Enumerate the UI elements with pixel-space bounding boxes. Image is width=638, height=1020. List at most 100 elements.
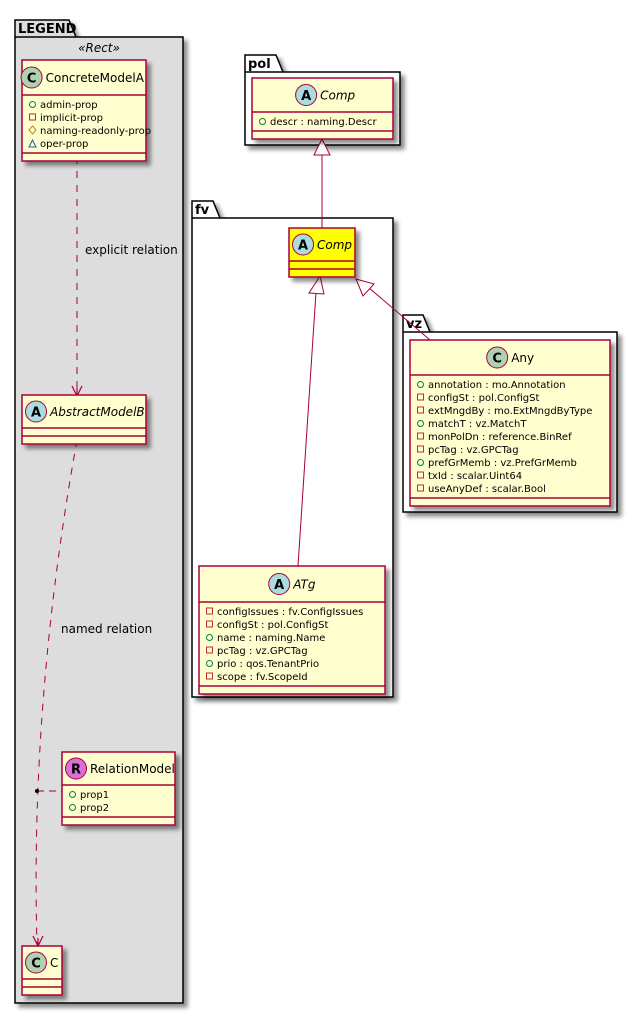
attribute-text: pcTag : vz.GPCTag (428, 445, 519, 456)
class-fv-comp[interactable]: A Comp (288, 227, 356, 278)
package-legend: LEGEND «Rect» (14, 19, 184, 1004)
public-visibility-icon (69, 804, 76, 811)
class-attribute: implicit-prop (29, 113, 103, 124)
attribute-text: prop2 (80, 803, 109, 814)
public-visibility-icon (206, 660, 213, 667)
attribute-text: configIssues : fv.ConfigIssues (217, 607, 363, 618)
attribute-text: prefGrMemb : vz.PrefGrMemb (428, 458, 577, 469)
class-name: Comp (320, 89, 355, 103)
class-attribute: configSt : pol.ConfigSt (206, 620, 328, 631)
protected-visibility-icon (28, 125, 37, 135)
class-attribute: admin-prop (29, 100, 98, 111)
private-visibility-icon (417, 432, 424, 440)
class-attribute: prio : qos.TenantPrio (206, 659, 319, 670)
class-name: ConcreteModelA (46, 71, 145, 85)
class-attribute: pcTag : vz.GPCTag (417, 445, 519, 456)
attribute-text: extMngdBy : mo.ExtMngdByType (428, 406, 592, 417)
class-name: C (50, 956, 58, 970)
class-kind-a-icon (268, 573, 291, 595)
class-attribute: prefGrMemb : vz.PrefGrMemb (417, 458, 577, 469)
public-visibility-icon (417, 381, 424, 388)
class-pol-comp[interactable]: A Comp descr : naming.Descr (251, 77, 394, 140)
private-visibility-icon (417, 484, 424, 492)
attribute-text: descr : naming.Descr (270, 117, 377, 128)
package-name: LEGEND (18, 22, 77, 37)
attribute-text: annotation : mo.Annotation (428, 380, 566, 391)
class-kind-a-icon (25, 400, 47, 423)
class-kind-letter: A (31, 406, 41, 421)
class-attribute: oper-prop (28, 138, 88, 150)
class-attribute: txId : scalar.Uint64 (417, 471, 522, 482)
attribute-text: configSt : pol.ConfigSt (217, 620, 328, 631)
class-attribute: configIssues : fv.ConfigIssues (206, 607, 363, 618)
generalization-any-fvcomp (355, 278, 431, 341)
class-kind-letter: A (274, 578, 284, 593)
attribute-text: txId : scalar.Uint64 (428, 471, 522, 482)
package-visibility-icon (28, 138, 37, 148)
class-kind-r-icon (65, 757, 87, 780)
private-visibility-icon (206, 620, 213, 628)
relations (32, 137, 431, 948)
class-fv-atg[interactable]: A ATg configIssues : fv.ConfigIssues config… (198, 565, 386, 695)
class-attribute: useAnyDef : scalar.Bool (417, 484, 546, 495)
class-kind-letter: A (298, 239, 308, 254)
class-name: ATg (292, 578, 316, 592)
class-kind-letter: C (27, 72, 37, 87)
public-visibility-icon (206, 634, 213, 641)
generalization-atg-fvcomp (297, 274, 325, 567)
public-visibility-icon (29, 101, 36, 108)
package-name: fv (195, 203, 210, 218)
class-kind-letter: C (492, 352, 502, 367)
class-vz-any[interactable]: C Any annotation : mo.Annotation configSt :… (409, 339, 611, 507)
class-attribute: configSt : pol.ConfigSt (417, 393, 539, 404)
attribute-text: monPolDn : reference.BinRef (428, 432, 572, 443)
attribute-text: scope : fv.ScopeId (217, 672, 308, 683)
attribute-text: useAnyDef : scalar.Bool (428, 484, 546, 495)
class-kind-letter: R (71, 763, 81, 778)
attribute-text: oper-prop (40, 139, 88, 150)
association-point (35, 789, 39, 793)
class-attribute: monPolDn : reference.BinRef (417, 432, 572, 443)
public-visibility-icon (417, 459, 424, 466)
class-name: RelationModel (90, 762, 175, 776)
attribute-text: name : naming.Name (217, 633, 325, 644)
private-visibility-icon (29, 113, 36, 121)
attribute-text: pcTag : vz.GPCTag (217, 646, 308, 657)
class-attribute: matchT : vz.MatchT (417, 419, 527, 430)
public-visibility-icon (417, 420, 424, 427)
class-name: Comp (317, 238, 352, 252)
private-visibility-icon (206, 672, 213, 680)
class-concrete-model-a[interactable]: C ConcreteModelA admin-prop implicit-prop na… (20, 59, 151, 162)
attribute-text: prio : qos.TenantPrio (217, 659, 319, 670)
class-kind-a-icon (295, 84, 318, 106)
class-attribute: annotation : mo.Annotation (417, 380, 566, 391)
public-visibility-icon (69, 791, 76, 798)
relation-label-explicit: explicit relation (85, 243, 178, 257)
class-attribute: descr : naming.Descr (259, 117, 377, 128)
private-visibility-icon (206, 607, 213, 615)
attribute-text: naming-readonly-prop (40, 126, 151, 137)
private-visibility-icon (417, 406, 424, 414)
attribute-text: admin-prop (40, 100, 98, 111)
class-attribute: extMngdBy : mo.ExtMngdByType (417, 406, 592, 417)
private-visibility-icon (417, 445, 424, 453)
package-name: vz (406, 317, 422, 332)
attribute-text: configSt : pol.ConfigSt (428, 393, 539, 404)
class-kind-letter: A (301, 89, 311, 104)
class-kind-a-icon (292, 233, 314, 256)
classes: C ConcreteModelA admin-prop implicit-prop na… (20, 59, 611, 996)
class-attribute: prop2 (69, 803, 109, 814)
attribute-text: matchT : vz.MatchT (428, 419, 527, 430)
class-name: Any (511, 351, 534, 365)
class-kind-c-icon (20, 66, 43, 89)
public-visibility-icon (259, 118, 266, 125)
class-kind-c-icon (486, 346, 509, 369)
private-visibility-icon (417, 471, 424, 479)
class-attribute: pcTag : vz.GPCTag (206, 646, 308, 657)
class-attribute: scope : fv.ScopeId (206, 672, 308, 683)
relation-label-named: named relation (61, 622, 152, 636)
package-stereotype: «Rect» (78, 41, 120, 55)
